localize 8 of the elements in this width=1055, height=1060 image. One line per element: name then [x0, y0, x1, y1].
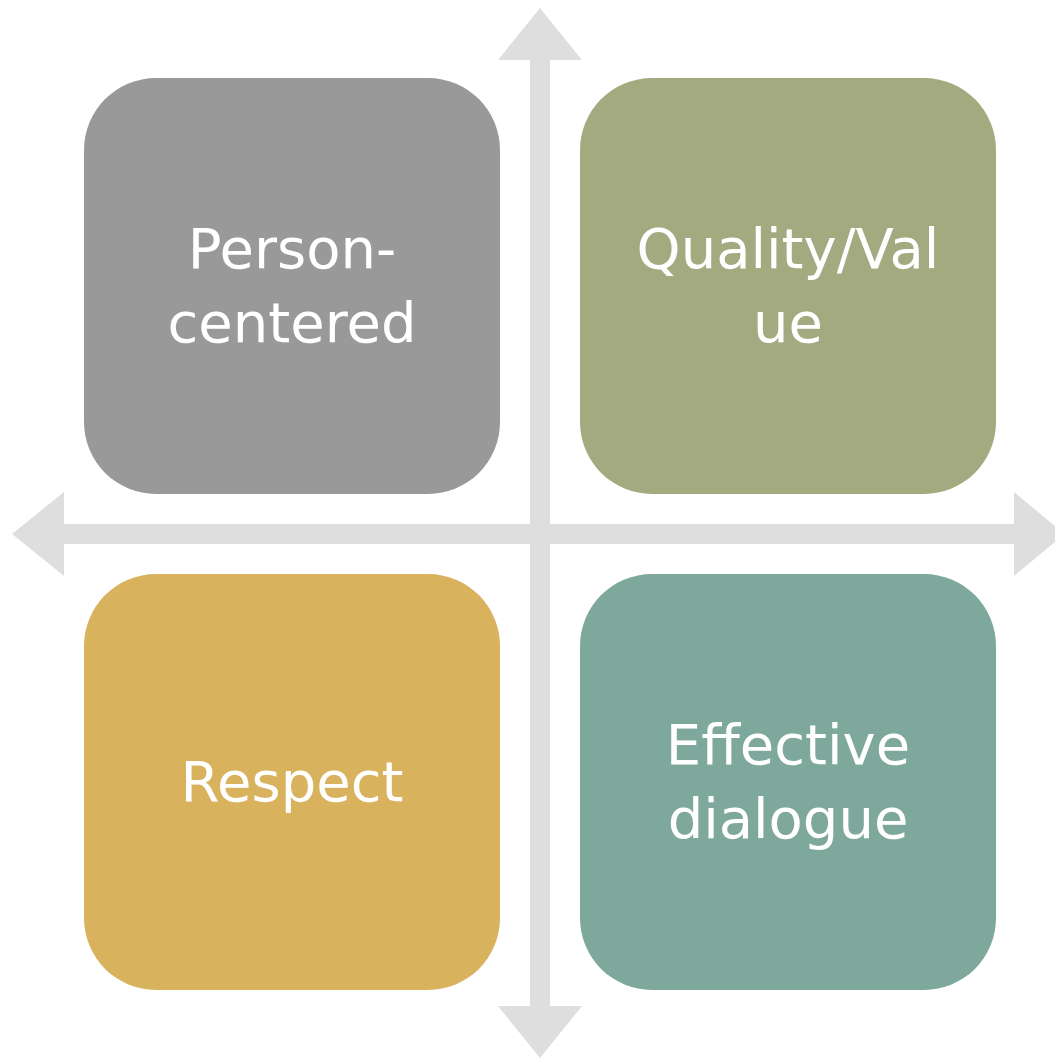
quadrant-label: Quality/Value — [635, 215, 941, 357]
quadrant-label: Person-centered — [166, 215, 418, 357]
quadrant-box — [84, 78, 500, 494]
quadrant-label: Effective dialogue — [664, 711, 912, 853]
quadrant-box — [580, 78, 996, 494]
quadrant-box — [84, 574, 500, 990]
quadrant-label: Respect — [180, 748, 404, 816]
quadrant-box — [580, 574, 996, 990]
